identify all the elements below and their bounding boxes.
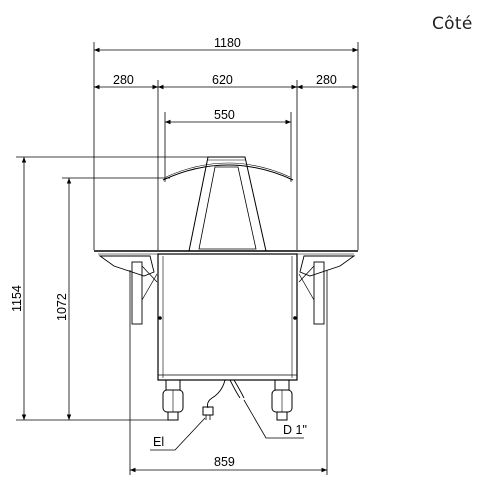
dim-label-1154: 1154 (10, 285, 24, 312)
drain-pipe (229, 379, 241, 399)
right-caster (271, 379, 293, 421)
glass-shield-inner (165, 162, 291, 178)
dim-label-1180: 1180 (214, 36, 241, 50)
center-post-inner (198, 166, 257, 250)
dim-label-550: 550 (214, 108, 235, 122)
callout-label-electric: El (153, 435, 164, 449)
cabinet-body (157, 253, 298, 381)
left-leg-brace-2 (141, 273, 158, 301)
right-leg-brace-2 (298, 273, 315, 301)
power-plug-icon (202, 406, 214, 416)
drain-pipe-2 (233, 379, 245, 399)
left-leg-support (131, 261, 143, 325)
right-leg-brace (298, 265, 315, 283)
cabinet-screw-left (158, 316, 162, 320)
dim-label-859: 859 (214, 455, 235, 469)
center-post-outer (188, 156, 267, 252)
view-label: Côté (432, 14, 473, 34)
left-wing-bracket (98, 255, 155, 277)
dim-label-620: 620 (212, 73, 233, 87)
counter-assembly (94, 156, 358, 451)
right-leg-support (313, 261, 325, 325)
callout-leader-electric (150, 417, 206, 451)
right-wing-bracket (299, 255, 356, 277)
left-caster (162, 379, 184, 421)
left-leg-brace (141, 265, 158, 283)
cabinet-screw-right (293, 316, 297, 320)
dim-label-280-left: 280 (113, 73, 134, 87)
callout-label-drain: D 1" (283, 423, 307, 437)
dim-label-1072: 1072 (55, 293, 69, 321)
callout-leader-drain (243, 399, 304, 439)
dim-label-280-right: 280 (316, 73, 337, 87)
power-cable (207, 379, 226, 409)
glass-shield (162, 164, 294, 181)
